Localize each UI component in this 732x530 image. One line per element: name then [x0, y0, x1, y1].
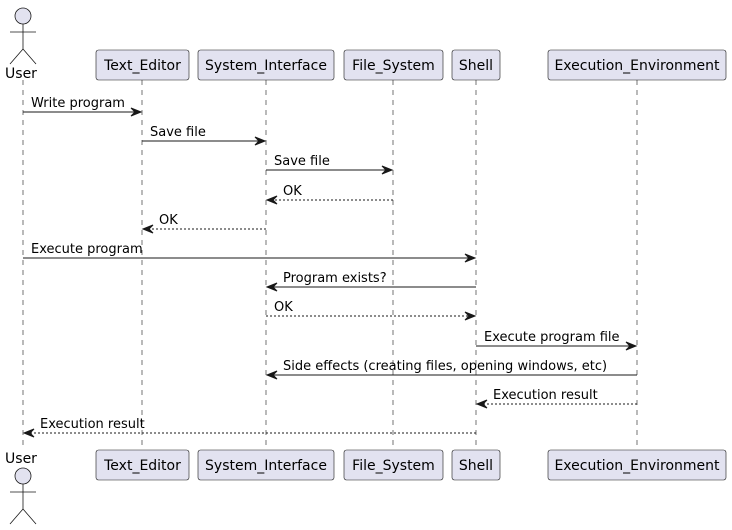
- participant-execution-environment-top: Execution_Environment: [547, 49, 727, 81]
- message-label: Side effects (creating files, opening wi…: [283, 359, 607, 374]
- message-4: OK: [265, 184, 393, 205]
- participant-box: [451, 49, 501, 81]
- message-label: Execution result: [40, 417, 145, 432]
- participant-label: Text_Editor: [103, 458, 181, 474]
- participant-label: File_System: [352, 58, 435, 74]
- participant-label: Execution_Environment: [554, 458, 720, 474]
- arrowhead-icon: [265, 282, 278, 292]
- message-6: Execute program: [23, 242, 477, 263]
- participant-label: Text_Editor: [103, 58, 181, 74]
- participant-box: [547, 49, 727, 81]
- message-label: Save file: [150, 125, 206, 140]
- participants-top: User Text_Editor System_Interface File_Syst…: [5, 7, 727, 82]
- message-5: OK: [141, 213, 266, 234]
- participant-label: System_Interface: [205, 58, 327, 74]
- actor-label: User: [5, 66, 37, 82]
- arrowhead-icon: [141, 224, 154, 234]
- message-label: OK: [274, 300, 293, 315]
- arrowhead-icon: [265, 370, 278, 380]
- message-12: Execution result: [22, 417, 476, 438]
- participant-box: [451, 449, 501, 481]
- message-label: Execute program file: [484, 330, 620, 345]
- message-label: Program exists?: [283, 271, 387, 286]
- message-label: Write program: [31, 96, 125, 111]
- actor-head-icon: [14, 467, 32, 485]
- arrowhead-icon: [381, 165, 394, 175]
- actor-leg-left: [9, 508, 24, 525]
- participant-text-editor-bottom: Text_Editor: [95, 449, 190, 481]
- participant-system-interface-bottom: System_Interface: [197, 449, 335, 481]
- participant-box: [547, 449, 727, 481]
- arrowhead-icon: [464, 253, 477, 263]
- participant-box: [343, 449, 444, 481]
- actor-leg-right: [22, 48, 37, 65]
- actor-user-top: User: [5, 7, 37, 82]
- participant-shell-top: Shell: [451, 49, 501, 81]
- message-8: OK: [266, 300, 477, 321]
- message-label: OK: [283, 184, 302, 199]
- message-7: Program exists?: [265, 271, 476, 292]
- arrowhead-icon: [265, 195, 278, 205]
- participant-label: Shell: [459, 58, 493, 74]
- participant-text-editor-top: Text_Editor: [95, 49, 190, 81]
- message-label: Execution result: [493, 388, 598, 403]
- message-label: Save file: [274, 154, 330, 169]
- actor-leg-left: [9, 48, 24, 65]
- participant-box: [95, 449, 190, 481]
- actor-user-bottom: User: [5, 451, 37, 525]
- participant-label: Shell: [459, 458, 493, 474]
- participant-file-system-bottom: File_System: [343, 449, 444, 481]
- arrowhead-icon: [625, 341, 638, 351]
- actor-label: User: [5, 451, 37, 467]
- arrowhead-icon: [464, 311, 477, 321]
- arrowhead-icon: [22, 428, 35, 438]
- message-9: Execute program file: [476, 330, 638, 351]
- actor-leg-right: [22, 508, 37, 525]
- message-3: Save file: [266, 154, 394, 175]
- actor-head-icon: [14, 7, 32, 25]
- message-10: Side effects (creating files, opening wi…: [265, 359, 637, 380]
- participants-bottom: User Text_Editor System_Interface File_Syst…: [5, 449, 727, 525]
- participant-label: File_System: [352, 458, 435, 474]
- participant-execution-environment-bottom: Execution_Environment: [547, 449, 727, 481]
- message-label: OK: [159, 213, 178, 228]
- participant-box: [95, 49, 190, 81]
- participant-box: [343, 49, 444, 81]
- arrowhead-icon: [475, 399, 488, 409]
- participant-system-interface-top: System_Interface: [197, 49, 335, 81]
- participant-label: System_Interface: [205, 458, 327, 474]
- participant-file-system-top: File_System: [343, 49, 444, 81]
- lifelines: [22, 80, 638, 450]
- arrowhead-icon: [254, 136, 267, 146]
- participant-shell-bottom: Shell: [451, 449, 501, 481]
- participant-box: [197, 449, 335, 481]
- message-2: Save file: [142, 125, 267, 146]
- message-11: Execution result: [475, 388, 637, 409]
- arrowhead-icon: [130, 107, 143, 117]
- message-1: Write program: [23, 96, 143, 117]
- participant-box: [197, 49, 335, 81]
- message-label: Execute program: [31, 242, 143, 257]
- participant-label: Execution_Environment: [554, 58, 720, 74]
